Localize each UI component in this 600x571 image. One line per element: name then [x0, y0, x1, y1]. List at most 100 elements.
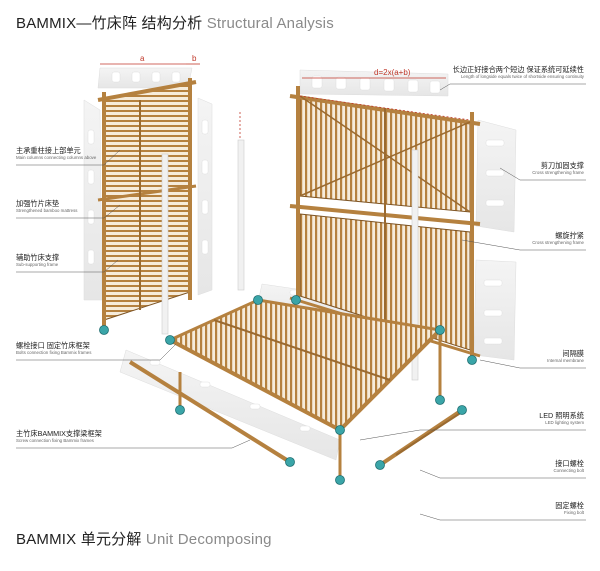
unit-decomposing-title: BAMMIX 单元分解 Unit Decomposing [16, 528, 272, 549]
led-light-bar [335, 76, 347, 90]
led-light-bar [429, 80, 441, 94]
bolt-joint [457, 405, 467, 415]
label-en: LED lighting system [545, 420, 584, 425]
title-subtitle: Unit Decomposing [145, 531, 272, 548]
bolt-joint [253, 295, 263, 305]
label-zh: 辅助竹床支撑 [16, 253, 60, 262]
label-main-columns: 主承重柱接上部单元 Main columns connecting column… [16, 146, 96, 161]
label-zh: 主承重柱接上部单元 [16, 146, 81, 155]
led-light-bar [485, 169, 505, 177]
led-light-bar [485, 139, 505, 147]
floor-edge-front [169, 338, 341, 432]
label-screw-tighten: 螺旋拧紧 Cross strengthening frame [532, 231, 584, 246]
base-beam-right [378, 408, 464, 467]
right-wall-frame [289, 86, 481, 360]
label-zh: 接口螺栓 [555, 459, 584, 468]
label-en: Cross strengthening frame [532, 170, 584, 175]
label-screw-connection: 主竹床BAMMIX支撑梁框架 Screw connection fixing B… [16, 429, 102, 444]
base-beam-front [128, 360, 292, 464]
bolt-joint [285, 457, 295, 467]
dim-a-label: a [140, 54, 145, 63]
white-column-center [237, 139, 245, 291]
label-internal-membrane: 间隔膜 Internal membrane [547, 349, 584, 364]
label-cross-strengthening: 剪刀加固支撑 Cross strengthening frame [532, 161, 584, 176]
leader-lines [16, 83, 586, 521]
dim-b-label: b [192, 54, 197, 63]
dimension-marks [100, 63, 471, 140]
bolt-joint [99, 325, 109, 335]
floor-mid-beam [213, 319, 391, 381]
bolt-joint [335, 475, 345, 485]
floor-edge-back [257, 298, 441, 332]
led-light-bar [87, 209, 95, 225]
label-led-system: LED 照明系统 LED lighting system [539, 411, 584, 426]
left-beam-mid [97, 184, 197, 202]
label-zh: 螺栓接口 固定竹床框架 [16, 341, 90, 350]
label-zh: 加强竹片床垫 [16, 199, 60, 208]
bolt-joint [291, 295, 301, 305]
led-light-bar [87, 169, 95, 185]
led-panel-side-right [197, 97, 213, 296]
led-light-bar [149, 359, 161, 366]
led-light-bar [171, 71, 181, 83]
label-en: Cross strengthening frame [532, 240, 584, 245]
label-en: Fixing bolt [563, 510, 584, 515]
bolt-joint [165, 335, 175, 345]
label-en: Internal membrane [547, 358, 584, 363]
label-zh: 剪刀加固支撑 [540, 161, 584, 170]
label-en: Connecting bolt [553, 468, 584, 473]
label-zh: 固定螺栓 [555, 501, 584, 510]
led-light-bar [111, 71, 121, 83]
label-en: Length of longside equals twice of short… [460, 74, 584, 79]
led-light-bar [201, 199, 209, 215]
led-light-bar [131, 71, 141, 83]
label-en: Sub-supporting frame [16, 262, 59, 267]
base-beam-right-2 [395, 411, 463, 456]
dim-d-label: d=2x(a+b) [374, 68, 411, 77]
left-wall-frame [97, 78, 197, 330]
left-beam-top [97, 80, 197, 102]
diagram-title: BAMMIX—竹床阵 结构分析 Structural Analysis [16, 12, 334, 33]
label-zh: 长边正好接合两个短边 保证系统可延续性 [452, 65, 584, 74]
led-light-bar [201, 239, 209, 255]
bolt-joints [99, 295, 477, 485]
led-light-bar [407, 79, 419, 93]
label-fixing-bolt: 固定螺栓 Fixing bolt [555, 501, 584, 516]
led-light-bar [383, 78, 395, 92]
label-zh: 间隔膜 [562, 349, 584, 358]
dim-diagonal [299, 95, 471, 121]
label-connecting-bolt: 接口螺栓 Connecting bolt [553, 459, 584, 474]
label-zh: 螺旋拧紧 [555, 231, 584, 240]
led-light-bar [299, 425, 311, 432]
label-sub-support: 辅助竹床支撑 Sub-supporting frame [16, 253, 59, 268]
label-en: Strengthened bamboo mattress [16, 208, 78, 213]
label-zh: 主竹床BAMMIX支撑梁框架 [16, 429, 102, 438]
led-light-bar [311, 75, 323, 89]
bolt-joint [435, 395, 445, 405]
base-frame [128, 330, 464, 480]
title-brand: BAMMIX—竹床阵 结构分析 [16, 15, 203, 32]
bolt-joint [435, 325, 445, 335]
label-zh: LED 照明系统 [539, 411, 584, 420]
led-light-bar [201, 159, 209, 175]
left-wall-slats [103, 83, 191, 321]
label-en: Bolts connection fixing Bammix frames [16, 350, 92, 355]
led-light-bar [87, 129, 95, 145]
led-light-bar [483, 309, 503, 317]
bolt-joint [335, 425, 345, 435]
led-light-bar [485, 199, 505, 207]
led-light-bar [483, 337, 503, 345]
led-light-bar [201, 119, 209, 135]
led-light-bars [87, 71, 505, 432]
title-brand: BAMMIX 单元分解 [16, 531, 142, 548]
label-mattress: 加强竹片床垫 Strengthened bamboo mattress [16, 199, 78, 214]
led-light-bar [483, 279, 503, 287]
led-panel-floor-left [119, 349, 341, 461]
led-light-bar [359, 77, 371, 91]
white-column-right [411, 149, 419, 381]
bolt-joint [175, 405, 185, 415]
bolt-joint [467, 355, 477, 365]
bolt-joint [375, 460, 385, 470]
led-light-bar [151, 71, 161, 83]
